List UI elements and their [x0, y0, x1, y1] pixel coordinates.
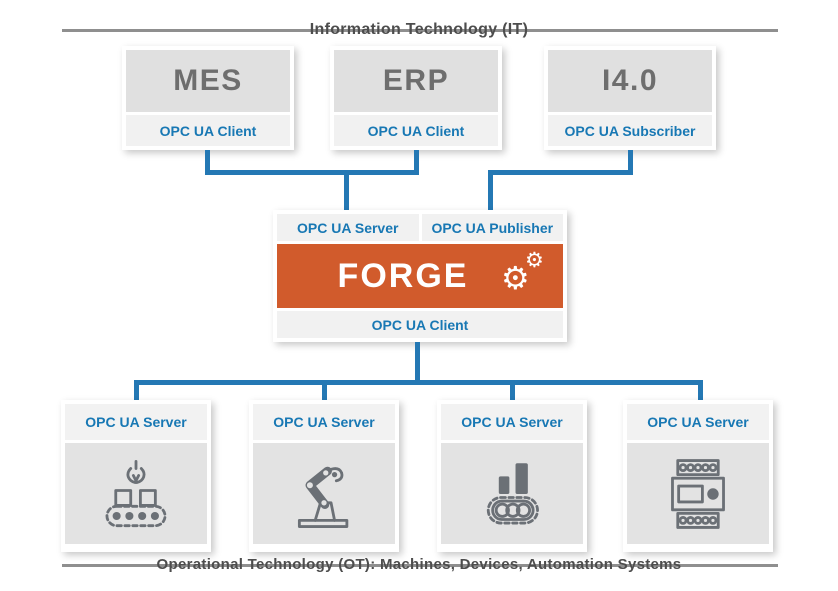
server-box-plc: OPC UA Server: [623, 400, 773, 552]
ot-layer-line: [62, 564, 778, 567]
system-box-i40: I4.0 OPC UA Subscriber: [544, 46, 716, 150]
server-interface-label: OPC UA Server: [253, 404, 395, 440]
connector-drop-2: [322, 380, 327, 402]
forge-block: OPC UA Server OPC UA Publisher FORGE ⚙ ⚙…: [273, 210, 567, 342]
connector-i40-down: [628, 150, 633, 175]
forge-client-interface: OPC UA Client: [277, 311, 563, 338]
robot-arm-icon: [297, 466, 349, 528]
forge-name: FORGE: [337, 256, 469, 295]
connector-to-forge-server: [344, 170, 349, 212]
forge-server-interface: OPC UA Server: [277, 214, 419, 241]
it-layer-line: [62, 29, 778, 32]
system-interface-label: OPC UA Subscriber: [548, 115, 712, 146]
it-layer-label: Information Technology (IT): [309, 21, 529, 38]
connector-to-forge-publisher: [488, 170, 493, 212]
connector-client-bus: [205, 170, 419, 175]
connector-server-bus: [134, 380, 703, 385]
conveyor-gripper-icon: [105, 459, 167, 527]
system-box-erp: ERP OPC UA Client: [330, 46, 502, 150]
production-chart-icon: [486, 462, 539, 524]
system-name: I4.0: [548, 50, 712, 112]
server-box-production-data: OPC UA Server: [437, 400, 587, 552]
connector-forge-down: [415, 342, 420, 385]
forge-publisher-interface: OPC UA Publisher: [421, 214, 563, 241]
connector-drop-4: [698, 380, 703, 402]
server-interface-label: OPC UA Server: [65, 404, 207, 440]
system-name: MES: [126, 50, 290, 112]
gears-icon: ⚙ ⚙: [501, 248, 544, 297]
server-box-conveyor: OPC UA Server: [61, 400, 211, 552]
connector-subscriber-bus: [488, 170, 633, 175]
forge-banner: FORGE ⚙ ⚙: [277, 244, 563, 308]
system-interface-label: OPC UA Client: [126, 115, 290, 146]
system-box-mes: MES OPC UA Client: [122, 46, 294, 150]
connector-erp-down: [414, 150, 419, 175]
server-box-robot: OPC UA Server: [249, 400, 399, 552]
system-name: ERP: [334, 50, 498, 112]
plc-controller-icon: [671, 458, 725, 529]
system-interface-label: OPC UA Client: [334, 115, 498, 146]
connector-drop-3: [510, 380, 515, 402]
connector-drop-1: [134, 380, 139, 402]
connector-mes-down: [205, 150, 210, 175]
ot-layer-label: Operational Technology (OT): Machines, D…: [156, 556, 682, 573]
server-interface-label: OPC UA Server: [627, 404, 769, 440]
server-interface-label: OPC UA Server: [441, 404, 583, 440]
